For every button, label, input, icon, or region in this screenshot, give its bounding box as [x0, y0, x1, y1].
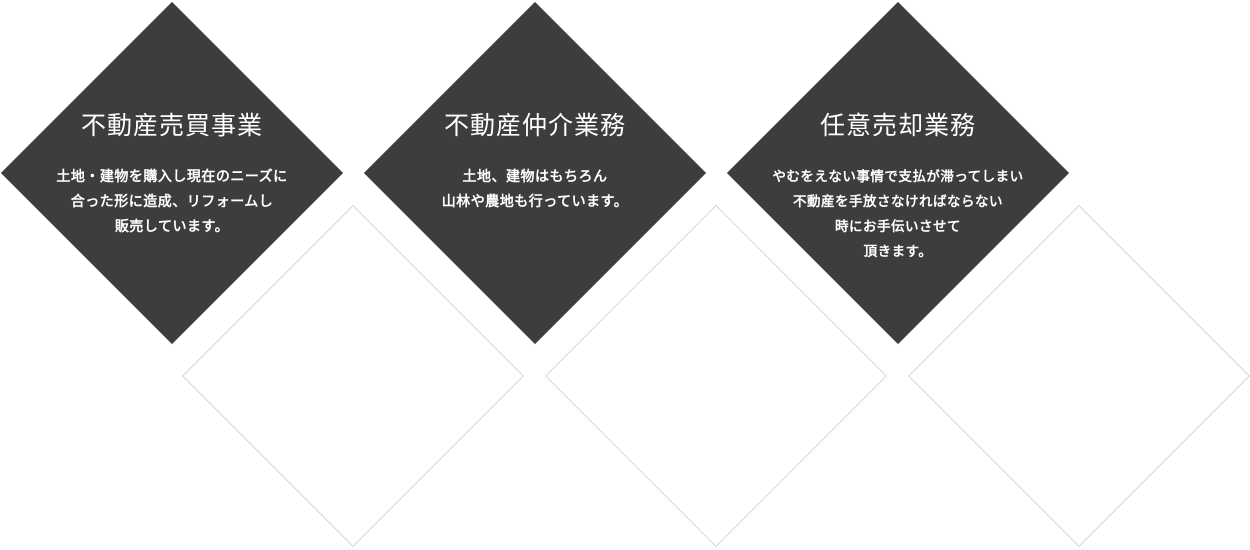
description-line: 山林や農地も行っています。: [441, 194, 629, 210]
service-card-title: 不動産売買事業: [80, 111, 263, 140]
service-card-title: 不動産仲介業務: [443, 111, 626, 140]
description-line: やむをえない事情で支払が滞ってしまい: [772, 169, 1024, 185]
description-line: 合った形に造成、リフォームし: [70, 194, 274, 210]
description-line: 不動産を手放さなければならない: [793, 194, 1003, 210]
description-line: 時にお手伝いさせて: [835, 219, 961, 235]
service-card-description: 土地・建物を購入し現在のニーズに 合った形に造成、リフォームし 販売しています。: [22, 165, 322, 240]
description-line: 土地・建物を購入し現在のニーズに: [56, 169, 288, 185]
description-line: 販売しています。: [114, 219, 230, 235]
service-card-title: 任意売却業務: [819, 111, 976, 140]
service-card-description: 土地、建物はもちろん 山林や農地も行っています。: [385, 165, 685, 215]
description-line: 頂きます。: [863, 244, 933, 260]
service-card-description: やむをえない事情で支払が滞ってしまい 不動産を手放さなければならない 時にお手伝…: [748, 165, 1048, 265]
description-line: 土地、建物はもちろん: [462, 169, 608, 185]
